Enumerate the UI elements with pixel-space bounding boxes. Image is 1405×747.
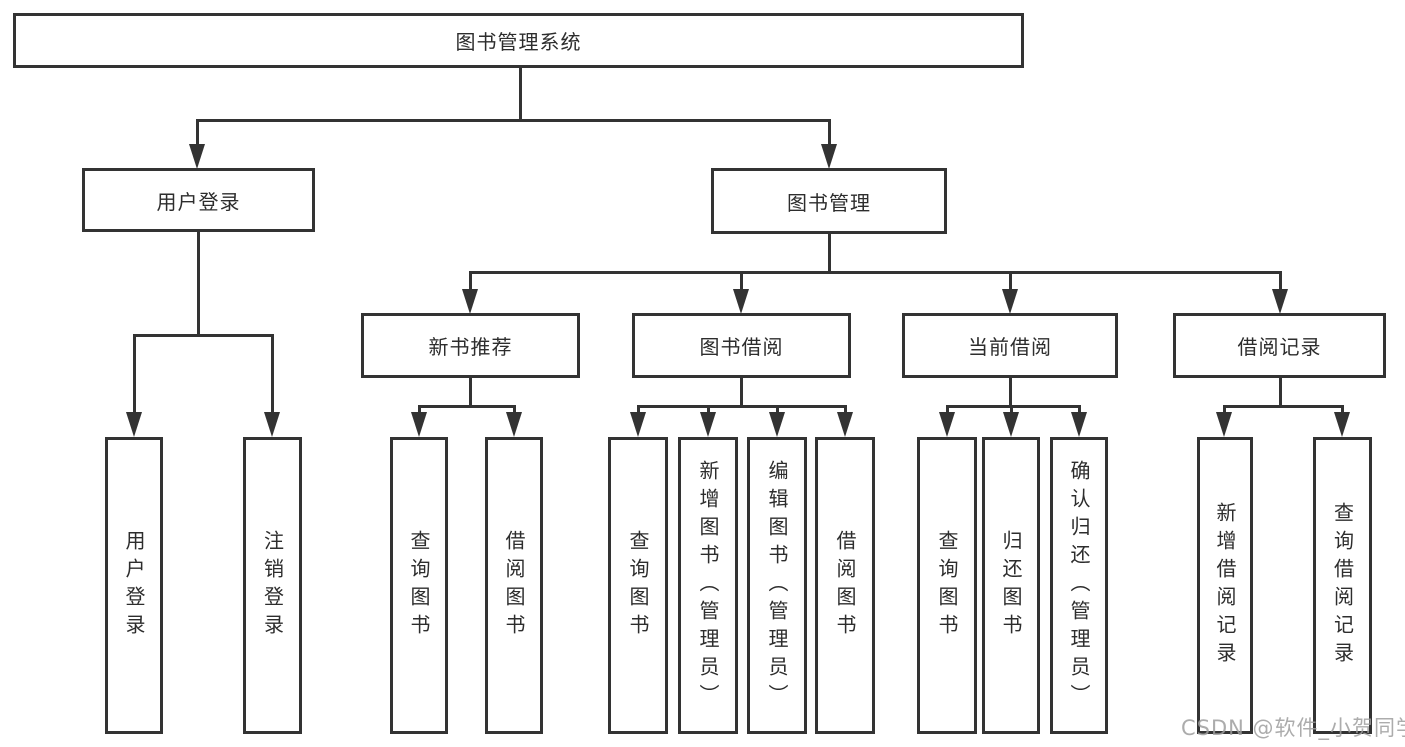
connector-br-leaf2-shaft (1341, 405, 1344, 415)
leaf-cb-return-books-label: 归还图书 (999, 529, 1023, 642)
node-borrow-records: 借阅记录 (1173, 313, 1386, 378)
leaf-nbr-query-books-label: 查询图书 (407, 529, 431, 642)
node-user-login-label: 用户登录 (156, 189, 241, 214)
connector-root-stem (519, 66, 522, 122)
arrowhead-br-query (1334, 412, 1350, 437)
connector-br-stem (1279, 377, 1282, 408)
node-book-management-label: 图书管理 (787, 190, 871, 215)
connector-bb-leaf3-shaft (776, 405, 779, 415)
arrowhead-to-borrow-records (1272, 289, 1288, 314)
connector-bb-stem (740, 377, 743, 408)
leaf-nbr-borrow-books: 借阅图书 (485, 437, 543, 734)
connector-cb-hline (946, 405, 1081, 408)
node-new-book-recommend-label: 新书推荐 (428, 335, 513, 359)
arrowhead-to-current-borrow (1002, 289, 1018, 314)
node-current-borrow: 当前借阅 (902, 313, 1118, 378)
connector-leaf-user-login-shaft (133, 334, 136, 414)
leaf-nbr-borrow-books-label: 借阅图书 (502, 529, 526, 642)
leaf-user-login-label: 用户登录 (122, 529, 146, 642)
leaf-bb-query-books: 查询图书 (608, 437, 668, 734)
connector-bb-leaf1-shaft (637, 405, 640, 415)
node-book-borrow: 图书借阅 (632, 313, 851, 378)
node-user-login: 用户登录 (82, 168, 315, 232)
leaf-nbr-query-books: 查询图书 (390, 437, 448, 734)
leaf-cb-confirm-return-admin-label: 确认归还（管理员） (1067, 459, 1091, 712)
connector-br-hline (1223, 405, 1344, 408)
connector-book-management-stem (828, 232, 831, 274)
arrowhead-bb-borrow (837, 412, 853, 437)
connector-cb-leaf2-shaft (1010, 405, 1013, 415)
arrowhead-to-book-borrow (733, 289, 749, 314)
arrowhead-bb-edit (769, 412, 785, 437)
arrowhead-nbr-query (411, 412, 427, 437)
arrowhead-to-user-login (189, 144, 205, 169)
connector-bb-leaf2-shaft (707, 405, 710, 415)
connector-br-leaf1-shaft (1223, 405, 1226, 415)
leaf-user-login: 用户登录 (105, 437, 163, 734)
connector-to-br-shaft (1279, 271, 1282, 291)
watermark: CSDN @软件_小贺同学 (1181, 716, 1405, 740)
node-book-management: 图书管理 (711, 168, 947, 234)
arrowhead-bb-query (630, 412, 646, 437)
connector-to-cb-shaft (1009, 271, 1012, 291)
connector-leaf-logout-shaft (271, 334, 274, 414)
connector-nbr-stem (469, 377, 472, 408)
connector-to-book-management-shaft (828, 119, 831, 146)
leaf-cb-query-books: 查询图书 (917, 437, 977, 734)
connector-nbr-leaf1-shaft (418, 405, 421, 415)
connector-to-bb-shaft (740, 271, 743, 291)
leaf-bb-add-books-admin: 新增图书（管理员） (678, 437, 738, 734)
connector-nbr-hline (418, 405, 516, 408)
connector-cb-leaf1-shaft (946, 405, 949, 415)
connector-user-login-hline (133, 334, 273, 337)
arrowhead-cb-confirm (1071, 412, 1087, 437)
connector-level1-hline (196, 119, 831, 122)
leaf-cb-query-books-label: 查询图书 (935, 529, 959, 642)
arrowhead-cb-return (1003, 412, 1019, 437)
connector-nbr-leaf2-shaft (513, 405, 516, 415)
leaf-br-query-record-label: 查询借阅记录 (1330, 501, 1355, 670)
arrowhead-to-book-management (821, 144, 837, 169)
arrowhead-cb-query (939, 412, 955, 437)
node-new-book-recommend: 新书推荐 (361, 313, 580, 378)
leaf-logout-login-label: 注销登录 (260, 529, 285, 642)
arrowhead-leaf-logout (264, 412, 280, 437)
leaf-bb-edit-books-admin-label: 编辑图书（管理员） (765, 459, 789, 712)
leaf-br-add-record-label: 新增借阅记录 (1213, 501, 1237, 670)
leaf-cb-return-books: 归还图书 (982, 437, 1040, 734)
leaf-bb-edit-books-admin: 编辑图书（管理员） (747, 437, 807, 734)
arrowhead-bb-add (700, 412, 716, 437)
arrowhead-nbr-borrow (506, 412, 522, 437)
leaf-br-add-record: 新增借阅记录 (1197, 437, 1253, 734)
connector-cb-leaf3-shaft (1078, 405, 1081, 415)
arrowhead-to-new-book-recommend (462, 289, 478, 314)
node-root-label: 图书管理系统 (455, 30, 582, 54)
leaf-logout-login: 注销登录 (243, 437, 302, 734)
connector-bb-leaf4-shaft (844, 405, 847, 415)
connector-cb-stem (1009, 377, 1012, 408)
node-root: 图书管理系统 (13, 13, 1024, 68)
leaf-cb-confirm-return-admin: 确认归还（管理员） (1050, 437, 1108, 734)
connector-to-user-login-shaft (196, 119, 199, 146)
connector-user-login-stem (197, 231, 200, 337)
connector-level3-hline (469, 271, 1281, 274)
node-borrow-records-label: 借阅记录 (1237, 335, 1322, 359)
leaf-bb-query-books-label: 查询图书 (626, 529, 650, 642)
node-book-borrow-label: 图书借阅 (699, 335, 784, 359)
leaf-br-query-record: 查询借阅记录 (1313, 437, 1372, 734)
connector-to-nbr-shaft (469, 271, 472, 291)
arrowhead-leaf-user-login (126, 412, 142, 437)
leaf-bb-borrow-books-label: 借阅图书 (833, 529, 857, 642)
leaf-bb-add-books-admin-label: 新增图书（管理员） (696, 459, 720, 712)
connector-bb-hline (637, 405, 846, 408)
leaf-bb-borrow-books: 借阅图书 (815, 437, 875, 734)
arrowhead-br-add (1216, 412, 1232, 437)
node-current-borrow-label: 当前借阅 (968, 335, 1052, 359)
